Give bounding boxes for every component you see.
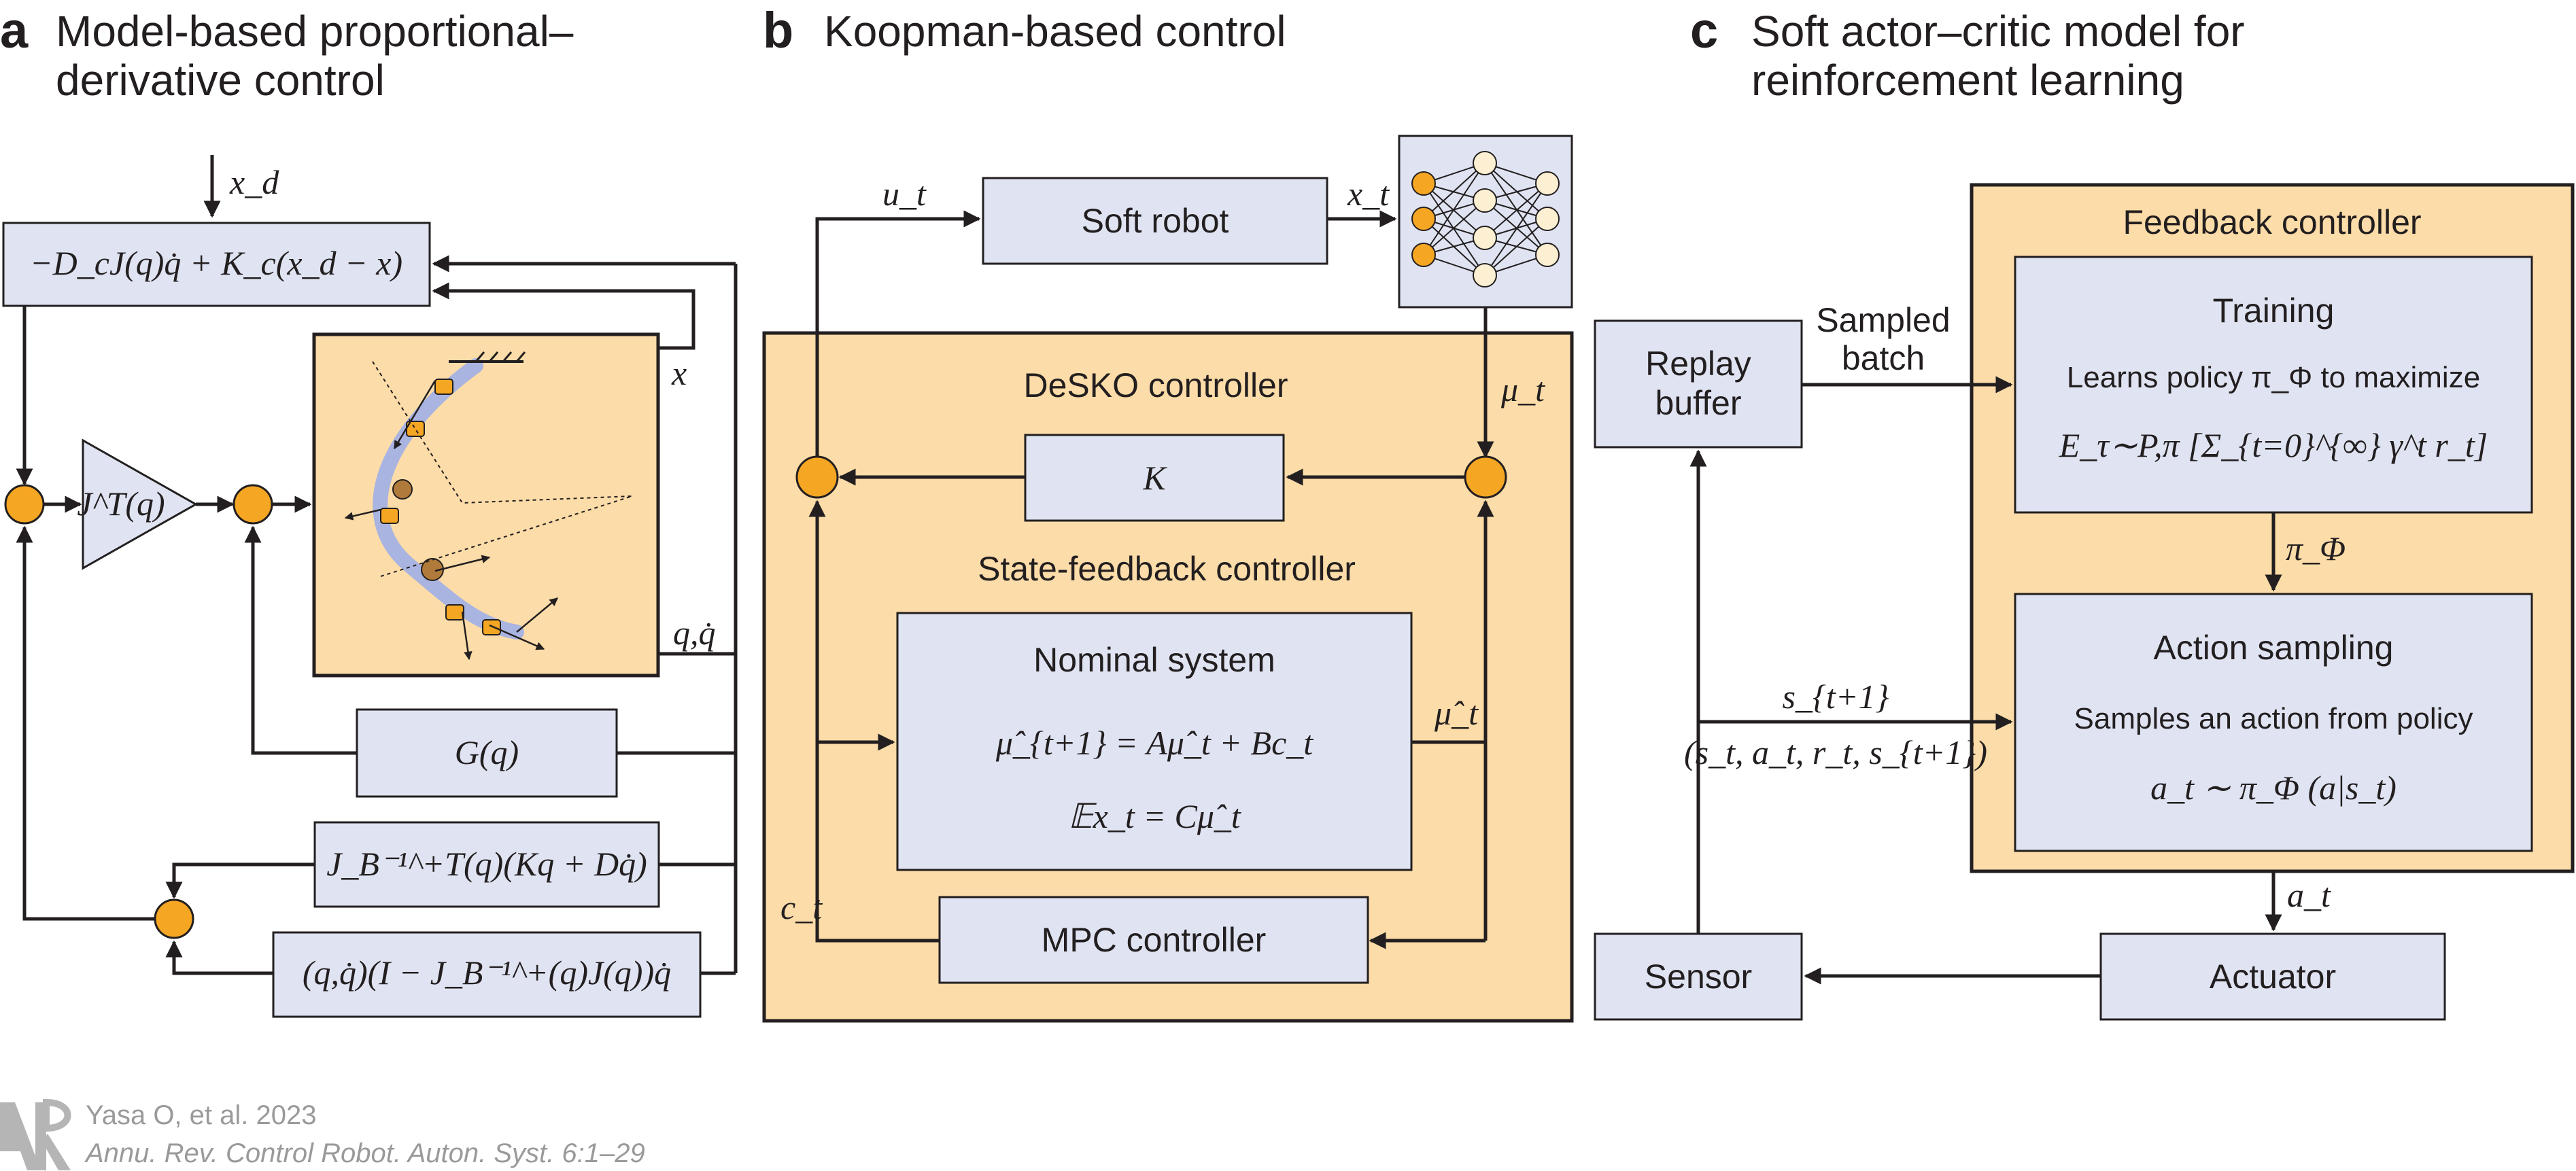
panel-c: c Soft actor–critic model for reinforcem… xyxy=(1594,2,2575,1021)
s-next-label: s_{t+1} xyxy=(1782,678,1889,716)
state-feedback-title: State-feedback controller xyxy=(978,550,1356,588)
panel-c-title-line2: reinforcement learning xyxy=(1751,56,2184,105)
sampled-line1: Sampled xyxy=(1816,301,1950,339)
replay-line2: buffer xyxy=(1655,384,1742,422)
xt-label: x_t xyxy=(1347,175,1390,213)
action-text: Samples an action from policy xyxy=(2074,702,2473,735)
k-gain-text: K xyxy=(1142,459,1167,497)
mu-node xyxy=(1464,455,1507,499)
journal-logo xyxy=(0,1098,71,1170)
panel-a-letter: a xyxy=(0,2,29,58)
u-to-robot-wire xyxy=(815,210,981,457)
transition-tuple-label: (s_t, a_t, r_t, s_{t+1}) xyxy=(1684,733,1987,771)
actuator-text: Actuator xyxy=(2210,958,2336,996)
actuator-block xyxy=(2099,932,2446,1021)
panel-a: a Model-based proportional– derivative c… xyxy=(0,2,738,1018)
nullspace-block xyxy=(272,931,702,1018)
stiffness-text: J_B⁻¹^+T(q)(Kq + Dq̇) xyxy=(326,845,647,883)
sum-node-1 xyxy=(4,484,45,525)
mu-label: μ_t xyxy=(1500,370,1545,408)
control-law-text: −D_cJ(q)q̇ + K_c(x_d − x) xyxy=(30,244,402,282)
training-eq: E_τ∼P,π [Σ_{t=0}^{∞} γ^t r_t] xyxy=(2059,426,2488,464)
soft-arm-drawing xyxy=(344,351,633,661)
gravity-text: G(q) xyxy=(455,733,519,771)
action-sampling-block xyxy=(2014,593,2533,852)
ut-label: u_t xyxy=(882,175,927,213)
mpc-text: MPC controller xyxy=(1042,921,1267,959)
neural-network-drawing xyxy=(1411,151,1560,287)
nullspace-to-node-wire xyxy=(165,940,273,975)
at-label: a_t xyxy=(2287,876,2331,914)
node3-to-node1-wire xyxy=(16,525,155,921)
mpc-controller-block xyxy=(938,896,1369,984)
credit-line1: Yasa O, et al. 2023 xyxy=(86,1100,316,1130)
x-feedback-label: x xyxy=(671,354,687,392)
sum-node-3 xyxy=(154,898,194,939)
gravity-to-node-wire xyxy=(244,525,357,755)
ct-label: c_t xyxy=(780,888,823,926)
control-law-block xyxy=(2,222,431,307)
nominal-title: Nominal system xyxy=(1033,641,1275,679)
panel-a-title-line2: derivative control xyxy=(56,56,385,105)
panel-b-letter: b xyxy=(763,2,793,58)
gravity-block xyxy=(356,708,618,798)
xd-label: x_d xyxy=(229,163,279,201)
action-eq: a_t ∼ π_Φ (a|s_t) xyxy=(2150,769,2397,807)
nominal-eq1: μ̂_{t+1} = Aμ̂_t + Bc_t xyxy=(995,724,1313,762)
jacobian-transpose-text: J^T(q) xyxy=(77,485,165,523)
training-text: Learns policy π_Φ to maximize xyxy=(2067,361,2480,394)
muhat-label: μ̂_t xyxy=(1434,694,1479,732)
panel-b: b Koopman-based control Soft robot x_t D… xyxy=(762,2,1574,1023)
action-title: Action sampling xyxy=(2154,629,2394,667)
sum-node-2 xyxy=(233,484,273,525)
u-node xyxy=(795,455,839,499)
x-feedback-wire xyxy=(432,282,695,350)
training-block xyxy=(2014,256,2533,514)
sensor-text: Sensor xyxy=(1645,958,1752,996)
k-gain-block xyxy=(1024,434,1285,522)
stiffness-block xyxy=(313,821,660,908)
desko-title: DeSKO controller xyxy=(1023,366,1288,404)
pi-label: π_Φ xyxy=(2286,529,2346,567)
soft-robot-text: Soft robot xyxy=(1082,202,1229,240)
mpc-to-u-node-wire xyxy=(808,500,940,943)
replay-buffer-block xyxy=(1594,319,1803,449)
panel-b-title: Koopman-based control xyxy=(824,7,1286,56)
replay-line1: Replay xyxy=(1645,345,1751,383)
jacobian-transpose-block xyxy=(82,438,199,570)
feedback-title: Feedback controller xyxy=(2123,203,2421,241)
panel-c-letter: c xyxy=(1690,2,1718,58)
credit-block: Yasa O, et al. 2023 Annu. Rev. Control R… xyxy=(0,1098,645,1170)
soft-robot-block xyxy=(982,177,1328,265)
training-title: Training xyxy=(2213,292,2335,330)
sampled-line2: batch xyxy=(1842,339,1925,377)
nominal-eq2: 𝔼x_t = Cμ̂_t xyxy=(1068,797,1241,835)
panel-a-title-line1: Model-based proportional– xyxy=(56,7,574,56)
q-qdot-label: q,q̇ xyxy=(673,614,716,652)
panel-c-title-line1: Soft actor–critic model for xyxy=(1751,7,2245,56)
stiffness-to-node-wire xyxy=(165,862,315,899)
credit-line2: Annu. Rev. Control Robot. Auton. Syst. 6… xyxy=(84,1138,645,1168)
nullspace-text: (q,q̇)(I − J_B⁻¹^+(q)J(q))q̇ xyxy=(303,954,671,992)
